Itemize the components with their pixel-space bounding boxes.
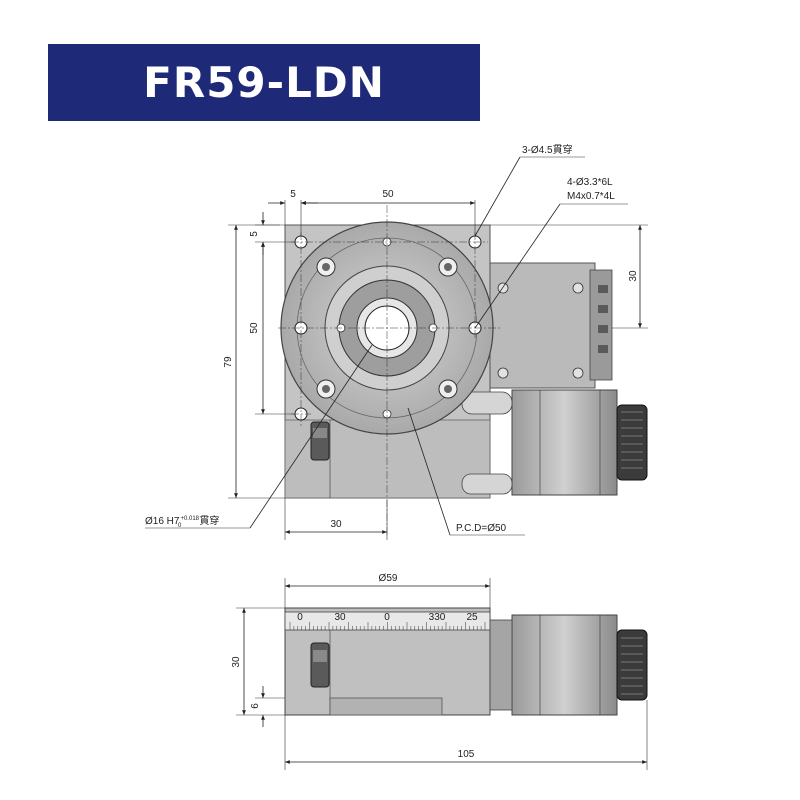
label-pcd: P.C.D=Ø50 [456,523,507,534]
side-lock-lever [310,642,330,688]
bore-tolerance-lower: 0 [178,523,182,529]
gearbox-screw-icon [497,282,584,379]
dim-59: Ø59 [379,573,398,584]
bore-size: Ø16 H7 [145,516,180,527]
lock-lever [310,421,330,461]
side-motor [511,614,618,716]
side-view: 0 30 0 330 25 Ø59 30 [231,573,648,770]
scale-label-30: 30 [334,612,346,623]
dim-5-top: 5 [290,189,296,200]
scale-label-0: 0 [297,612,303,623]
dim-30-right: 30 [628,270,639,282]
motor-knob [616,404,648,481]
label-through-holes: 3-Ø4.5貫穿 [522,143,573,156]
dim-5-side: 5 [249,231,260,237]
title-banner: FR59-LDN [48,44,480,121]
label-tapped-1: 4-Ø3.3*6L [567,177,613,188]
dim-50-top: 50 [382,189,394,200]
bore-suffix: 貫穿 [199,514,219,527]
product-title: FR59-LDN [143,58,385,107]
side-motor-knob [616,629,648,701]
dim-79: 79 [223,356,234,368]
dim-30-bottom: 30 [330,519,342,530]
top-view: 5 50 5 50 79 30 30 3-Ø4.5貫穿 4-Ø3.3*6L [145,143,648,540]
tapped-hole-icon [316,257,458,399]
dim-6: 6 [250,703,261,709]
bore-tolerance-upper: +0.018 [180,516,199,522]
dim-105: 105 [458,749,475,760]
motor-body [511,389,618,496]
label-tapped-2: M4x0.7*4L [567,191,615,202]
scale-ticks [289,622,486,630]
scale-label-25: 25 [466,612,478,623]
dim-50-side: 50 [249,322,260,334]
scale-label-0b: 0 [384,612,390,623]
dim-30-side: 30 [231,656,242,668]
scale-label-330: 330 [429,612,446,623]
